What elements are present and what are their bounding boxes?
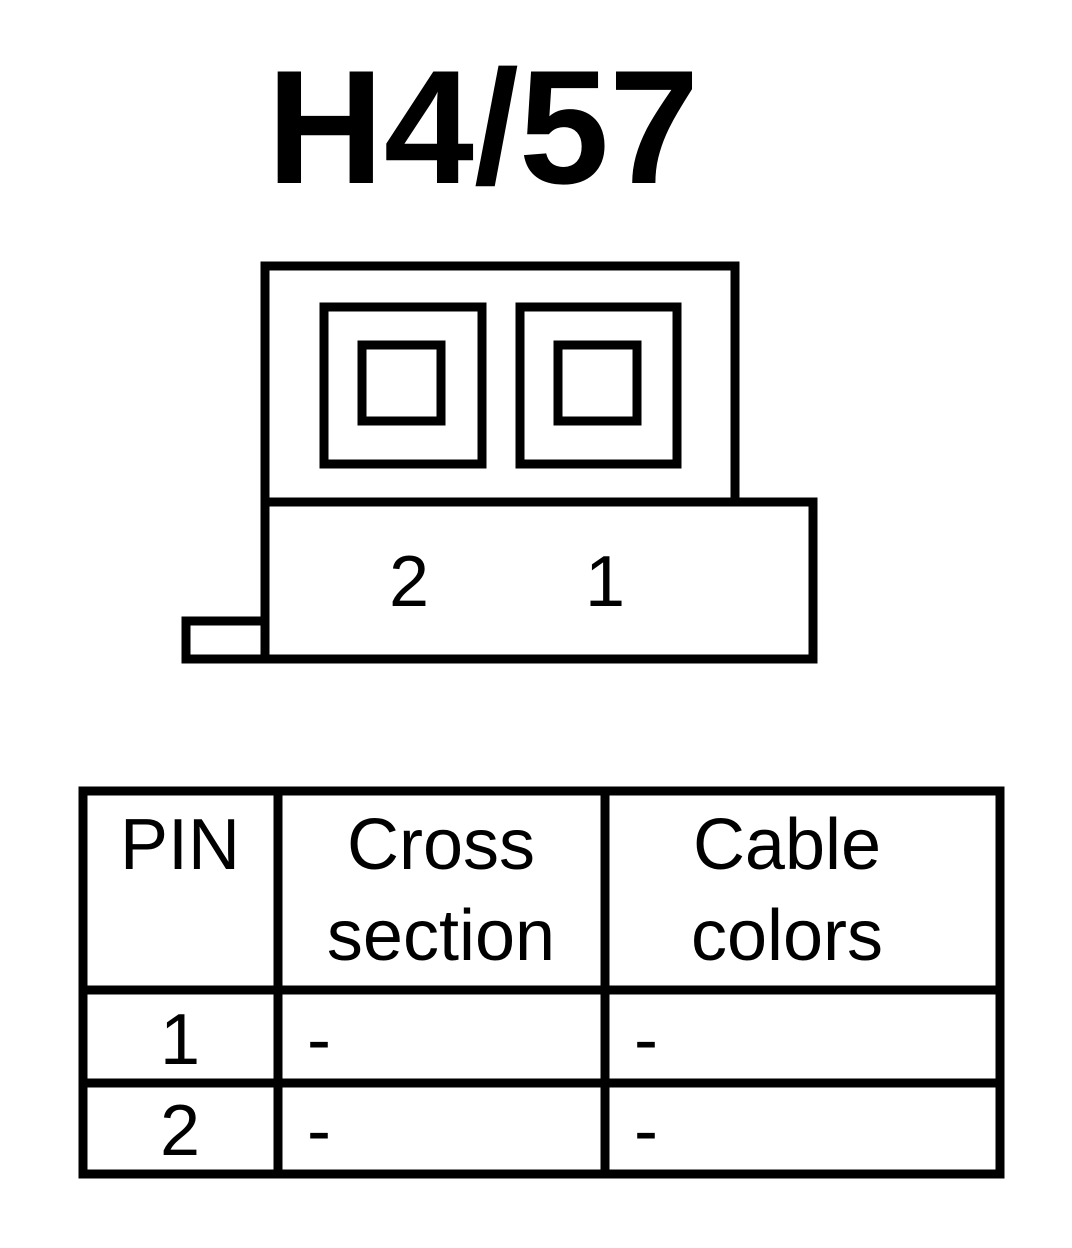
pin-table: PIN Cross section Cable colors 1 - - 2 -…	[78, 786, 1005, 1179]
pin-cavity-1	[515, 302, 682, 469]
row-2-cable-colors: -	[634, 1091, 658, 1171]
header-cable-colors-line1: Cable	[693, 805, 881, 885]
pin-cavity-1-outer	[515, 302, 682, 469]
row-2-pin: 2	[160, 1091, 200, 1171]
pin-cavity-2-inner	[357, 340, 446, 426]
connector-title: H4/57	[267, 37, 699, 218]
connector-latch-tab	[181, 616, 270, 664]
pin-cavity-2	[319, 302, 487, 469]
pin-label-2: 2	[389, 542, 429, 622]
row-2-cross-section: -	[307, 1091, 331, 1171]
pin-cavity-1-inner	[553, 340, 642, 426]
row-1-cross-section: -	[307, 1000, 331, 1080]
row-1-pin: 1	[160, 1000, 200, 1080]
header-cross-section-line1: Cross	[347, 805, 535, 885]
pin-cavity-2-outer	[319, 302, 487, 469]
connector-housing	[181, 261, 818, 664]
connector-lower-body	[260, 497, 818, 664]
header-cross-section-line2: section	[327, 896, 555, 976]
header-pin: PIN	[120, 805, 240, 885]
pin-label-1: 1	[585, 542, 625, 622]
pin-table-border	[78, 786, 1005, 1179]
header-cable-colors-line2: colors	[691, 896, 883, 976]
row-1-cable-colors: -	[634, 1000, 658, 1080]
